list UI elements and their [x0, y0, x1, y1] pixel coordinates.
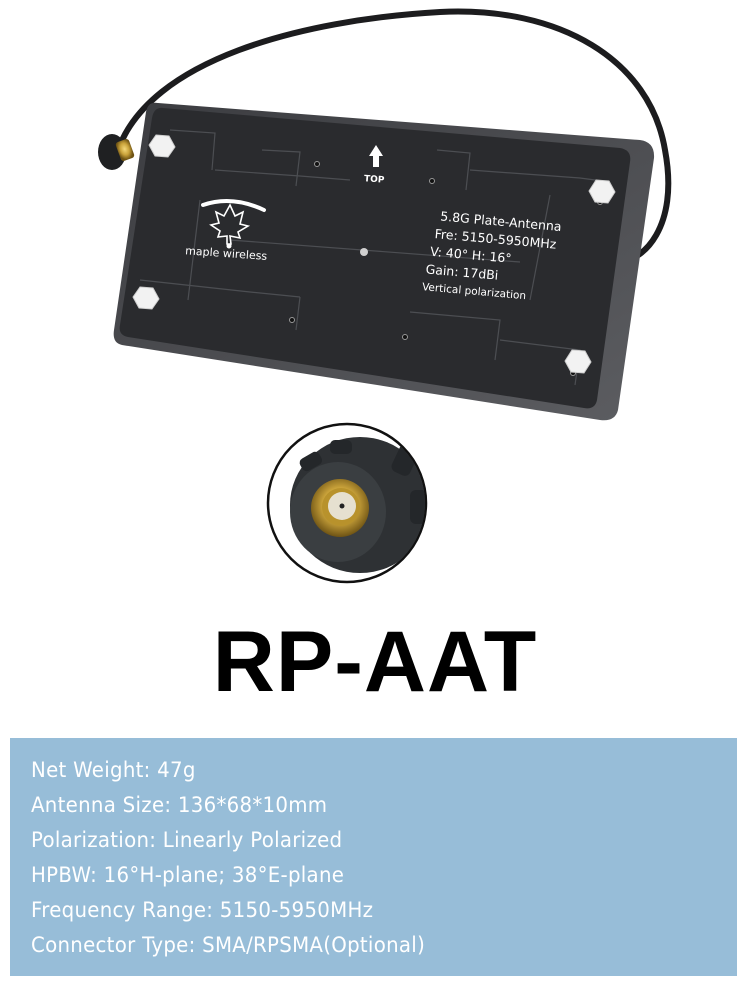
connector-closeup-inset — [266, 422, 428, 584]
svg-text:maple wireless: maple wireless — [185, 244, 268, 263]
coax-cable — [115, 8, 672, 263]
svg-text:Gain: 17dBi: Gain: 17dBi — [425, 261, 499, 282]
spec-frequency-range: Frequency Range: 5150-5950MHz — [31, 898, 374, 923]
product-photo: TOP maple wireless 5.8G Plate-Antenna Fr… — [98, 8, 672, 584]
spec-net-weight: Net Weight: 47g — [31, 758, 196, 783]
sma-connector-side — [98, 134, 135, 170]
spec-antenna-size: Antenna Size: 136*68*10mm — [31, 793, 328, 818]
spec-panel: Net Weight: 47g Antenna Size: 136*68*10m… — [10, 738, 737, 976]
top-arrow-icon — [369, 145, 383, 167]
svg-text:V: 40° H: 16°: V: 40° H: 16° — [430, 244, 513, 266]
standoff-screws — [132, 134, 616, 374]
maple-wireless-logo: maple wireless — [185, 199, 268, 263]
spec-polarization: Polarization: Linearly Polarized — [31, 828, 343, 853]
spec-connector-type: Connector Type: SMA/RPSMA(Optional) — [31, 933, 426, 958]
model-title: RP-AAT — [212, 614, 538, 710]
top-marker-label: TOP — [364, 174, 385, 185]
spec-hpbw: HPBW: 16°H-plane; 38°E-plane — [31, 863, 345, 888]
